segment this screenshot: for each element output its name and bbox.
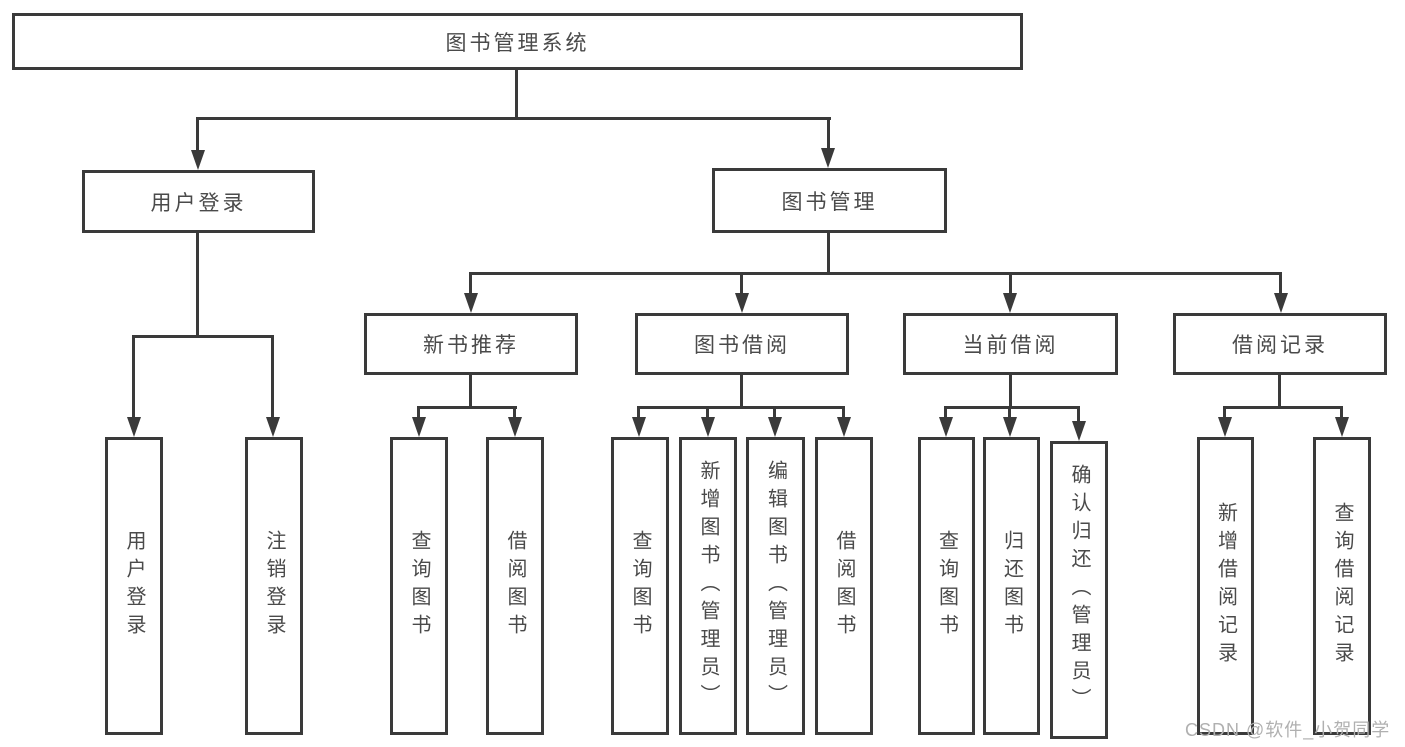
leaf-borrow-borrow-books: 借阅图书 xyxy=(815,437,873,735)
leaf-query-borrow-record: 查询借阅记录 xyxy=(1313,437,1371,735)
connector-line xyxy=(132,335,135,417)
connector-line xyxy=(1077,406,1080,423)
connector-line xyxy=(1223,406,1343,409)
leaf-add-book-admin: 新增图书（管理员） xyxy=(679,437,737,735)
connector-line xyxy=(827,117,830,150)
connector-line xyxy=(196,233,199,337)
connector-line xyxy=(637,406,845,409)
node-book-borrow: 图书借阅 xyxy=(635,313,849,375)
leaf-borrow-borrow-books-label: 借阅图书 xyxy=(833,530,855,642)
leaf-rec-query-books-label: 查询图书 xyxy=(408,530,430,642)
leaf-query-borrow-record-label: 查询借阅记录 xyxy=(1331,502,1353,670)
leaf-confirm-return-admin-label: 确认归还（管理员） xyxy=(1068,464,1090,716)
connector-line xyxy=(944,406,947,419)
leaf-confirm-return-admin: 确认归还（管理员） xyxy=(1050,441,1108,739)
leaf-add-borrow-record-label: 新增借阅记录 xyxy=(1214,502,1237,670)
node-user-login: 用户登录 xyxy=(82,170,315,233)
arrow-down-icon xyxy=(821,148,835,168)
arrow-down-icon xyxy=(1218,417,1232,437)
connector-line xyxy=(469,375,472,408)
leaf-logout: 注销登录 xyxy=(245,437,303,735)
connector-line xyxy=(196,117,199,152)
connector-line xyxy=(470,272,1282,275)
connector-line xyxy=(740,272,743,294)
leaf-user-login-label: 用户登录 xyxy=(123,530,145,642)
leaf-return-books-label: 归还图书 xyxy=(1000,530,1023,642)
node-borrow-records: 借阅记录 xyxy=(1173,313,1387,375)
arrow-down-icon xyxy=(735,293,749,313)
arrow-down-icon xyxy=(701,417,715,437)
arrow-down-icon xyxy=(768,417,782,437)
leaf-current-query-books-label: 查询图书 xyxy=(935,530,958,642)
leaf-rec-query-books: 查询图书 xyxy=(390,437,448,735)
connector-line xyxy=(1223,406,1226,419)
leaf-current-query-books: 查询图书 xyxy=(918,437,975,735)
connector-line xyxy=(469,272,472,294)
connector-line xyxy=(706,406,709,419)
leaf-add-book-admin-label: 新增图书（管理员） xyxy=(697,460,719,712)
arrow-down-icon xyxy=(632,417,646,437)
connector-line xyxy=(1340,406,1343,419)
node-current-borrow: 当前借阅 xyxy=(903,313,1118,375)
leaf-add-borrow-record: 新增借阅记录 xyxy=(1197,437,1254,735)
node-book-management: 图书管理 xyxy=(712,168,947,233)
connector-line xyxy=(417,406,420,419)
leaf-borrow-query-books: 查询图书 xyxy=(611,437,669,735)
arrow-down-icon xyxy=(508,417,522,437)
connector-line xyxy=(417,406,517,409)
leaf-user-login: 用户登录 xyxy=(105,437,163,735)
leaf-borrow-query-books-label: 查询图书 xyxy=(629,530,651,642)
arrow-down-icon xyxy=(1072,421,1086,441)
connector-line xyxy=(1008,406,1011,419)
connector-line xyxy=(1279,272,1282,294)
leaf-edit-book-admin: 编辑图书（管理员） xyxy=(746,437,805,735)
leaf-logout-label: 注销登录 xyxy=(263,530,285,642)
arrow-down-icon xyxy=(1274,293,1288,313)
connector-line xyxy=(132,335,274,338)
arrow-down-icon xyxy=(1003,293,1017,313)
node-new-book-recommend: 新书推荐 xyxy=(364,313,578,375)
arrow-down-icon xyxy=(837,417,851,437)
node-root-library-system: 图书管理系统 xyxy=(12,13,1023,70)
connector-line xyxy=(773,406,776,419)
connector-line xyxy=(271,335,274,417)
leaf-rec-borrow-books: 借阅图书 xyxy=(486,437,544,735)
arrow-down-icon xyxy=(1003,417,1017,437)
arrow-down-icon xyxy=(191,150,205,170)
connector-line xyxy=(740,375,743,408)
leaf-rec-borrow-books-label: 借阅图书 xyxy=(504,530,526,642)
arrow-down-icon xyxy=(464,293,478,313)
arrow-down-icon xyxy=(266,417,280,437)
connector-line xyxy=(1009,375,1012,408)
connector-line xyxy=(827,233,830,274)
csdn-watermark: CSDN @软件_小贺同学 xyxy=(1185,720,1391,740)
connector-line xyxy=(1278,375,1281,408)
arrow-down-icon xyxy=(412,417,426,437)
arrow-down-icon xyxy=(127,417,141,437)
leaf-return-books: 归还图书 xyxy=(983,437,1040,735)
connector-line xyxy=(513,406,516,419)
connector-line xyxy=(1009,272,1012,294)
connector-line xyxy=(944,406,1080,409)
connector-line xyxy=(637,406,640,419)
arrow-down-icon xyxy=(939,417,953,437)
leaf-edit-book-admin-label: 编辑图书（管理员） xyxy=(764,460,787,712)
connector-line xyxy=(515,70,518,118)
arrow-down-icon xyxy=(1335,417,1349,437)
connector-line xyxy=(842,406,845,419)
connector-line xyxy=(197,117,831,120)
